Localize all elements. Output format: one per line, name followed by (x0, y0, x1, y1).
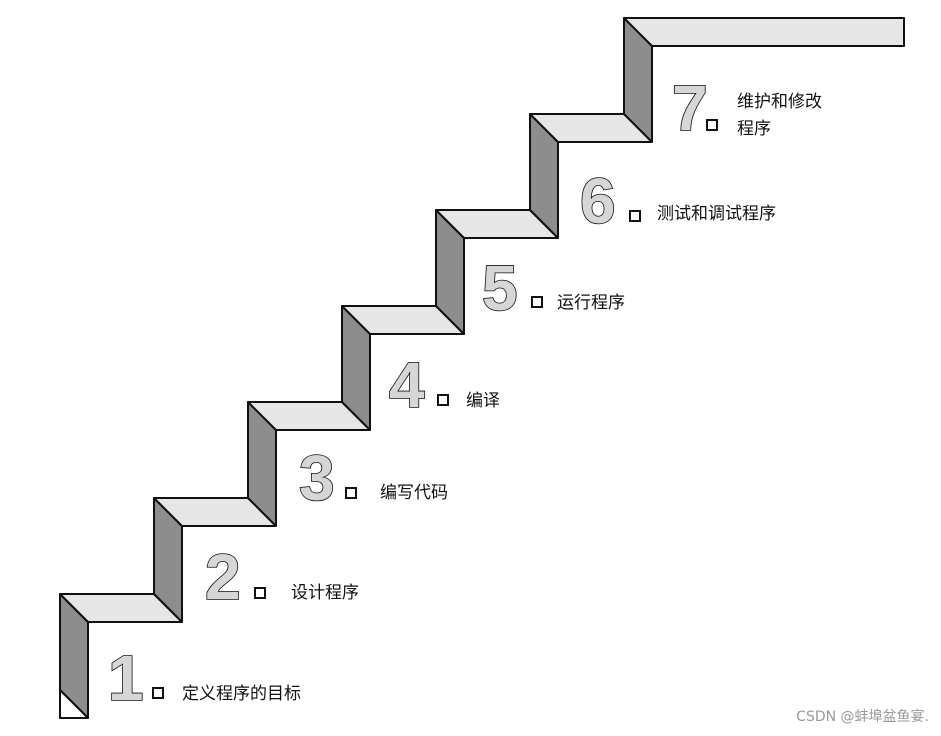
watermark: CSDN @蚌埠盆鱼宴. (796, 709, 929, 725)
step-label-5: 运行程序 (557, 293, 625, 313)
step-label-4: 编译 (466, 391, 500, 411)
bullet-icon (531, 296, 543, 308)
step-7: 7 维护和修改 程序 (671, 71, 822, 145)
bullet-icon (345, 487, 357, 499)
step-label-6: 测试和调试程序 (657, 204, 776, 224)
step-5: 5 运行程序 (481, 251, 625, 325)
step-4: 4 编译 (388, 348, 500, 422)
step-1: 1 定义程序的目标 (107, 641, 301, 715)
step-label-7-line2: 程序 (737, 119, 771, 139)
step-number-7: 7 (672, 72, 708, 144)
step-number-4: 4 (389, 349, 425, 421)
step-number-6: 6 (580, 165, 616, 237)
step-label-1: 定义程序的目标 (182, 684, 301, 704)
step-label-2: 设计程序 (291, 583, 359, 603)
step-number-1: 1 (108, 642, 144, 714)
step-label-3: 编写代码 (380, 483, 448, 503)
step-label-7-line1: 维护和修改 (737, 92, 822, 112)
bullet-icon (254, 587, 266, 599)
bullet-icon (706, 119, 718, 131)
bullet-icon (152, 687, 164, 699)
step-number-2: 2 (205, 541, 241, 613)
step-number-3: 3 (299, 442, 335, 514)
step-3: 3 编写代码 (298, 441, 448, 515)
step-2: 2 设计程序 (204, 540, 359, 614)
bullet-icon (437, 394, 449, 406)
step-number-5: 5 (482, 252, 518, 324)
top-landing (623, 17, 905, 47)
bullet-icon (629, 210, 641, 222)
step-6: 6 测试和调试程序 (579, 164, 776, 238)
staircase (59, 17, 905, 719)
stair-base (59, 689, 89, 719)
